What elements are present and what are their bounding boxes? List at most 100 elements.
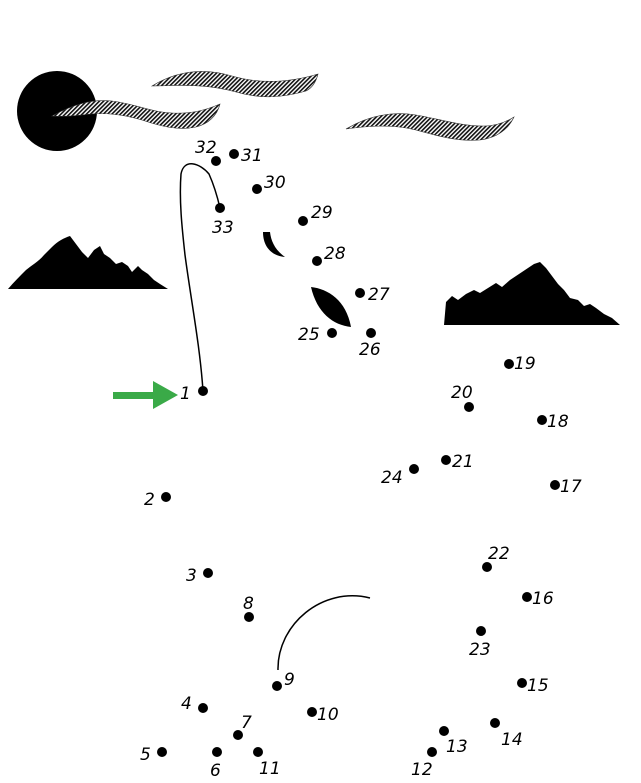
dot-number-label: 7 [241, 713, 252, 733]
dot-number-label: 20 [451, 383, 473, 403]
dot-number-label: 26 [359, 340, 381, 360]
dot-number-label: 10 [317, 705, 339, 725]
dot-marker[interactable] [439, 726, 449, 736]
pre-drawn-line [179, 163, 221, 392]
dot-number-label: 16 [532, 589, 554, 609]
puzzle-dot-30[interactable]: 30 [252, 173, 286, 194]
puzzle-dot-18[interactable]: 18 [537, 412, 569, 432]
dot-marker[interactable] [409, 464, 419, 474]
puzzle-dot-33[interactable]: 33 [212, 203, 234, 238]
dot-number-label: 24 [381, 468, 403, 488]
dot-marker[interactable] [464, 402, 474, 412]
puzzle-dot-32[interactable]: 32 [195, 138, 221, 166]
dot-marker[interactable] [522, 592, 532, 602]
dot-marker[interactable] [298, 216, 308, 226]
puzzle-dot-9[interactable]: 9 [272, 670, 295, 691]
dot-marker[interactable] [427, 747, 437, 757]
puzzle-dot-8[interactable]: 8 [243, 594, 254, 622]
puzzle-dot-20[interactable]: 20 [451, 383, 474, 412]
dot-marker[interactable] [517, 678, 527, 688]
puzzle-dot-25[interactable]: 25 [298, 325, 337, 345]
dot-number-label: 23 [469, 640, 491, 660]
dot-marker[interactable] [229, 149, 239, 159]
dot-number-label: 30 [264, 173, 286, 193]
puzzle-dot-24[interactable]: 24 [381, 464, 419, 488]
puzzle-dot-21[interactable]: 21 [441, 452, 474, 472]
dot-number-label: 29 [311, 203, 333, 223]
dot-number-label: 3 [186, 566, 197, 586]
puzzle-dot-4[interactable]: 4 [181, 694, 208, 714]
dot-number-label: 4 [181, 694, 192, 714]
dot-number-label: 32 [195, 138, 217, 158]
dot-marker[interactable] [312, 256, 322, 266]
mountain-icon [8, 236, 168, 289]
dot-marker[interactable] [161, 492, 171, 502]
dot-marker[interactable] [211, 156, 221, 166]
puzzle-dot-5[interactable]: 5 [140, 745, 167, 765]
dot-marker[interactable] [482, 562, 492, 572]
puzzle-dot-6[interactable]: 6 [210, 747, 222, 781]
puzzle-dot-23[interactable]: 23 [469, 626, 491, 660]
dot-marker[interactable] [327, 328, 337, 338]
dot-number-label: 22 [488, 544, 510, 564]
mountain-icon [444, 262, 620, 325]
dot-marker[interactable] [252, 184, 262, 194]
dot-marker[interactable] [198, 703, 208, 713]
dot-number-label: 33 [212, 218, 234, 238]
eye-shape [311, 287, 351, 327]
dot-number-label: 21 [452, 452, 474, 472]
puzzle-dot-3[interactable]: 3 [186, 566, 213, 586]
dot-number-label: 12 [411, 760, 433, 780]
dot-marker[interactable] [550, 480, 560, 490]
cloud-icon [345, 113, 515, 141]
puzzle-dot-31[interactable]: 31 [229, 146, 263, 166]
pre-drawn-arc [277, 595, 371, 671]
dot-marker[interactable] [253, 747, 263, 757]
puzzle-dot-1[interactable]: 1 [180, 384, 208, 404]
dot-marker[interactable] [366, 328, 376, 338]
puzzle-dot-2[interactable]: 2 [144, 490, 171, 510]
puzzle-dot-7[interactable]: 7 [233, 713, 252, 740]
dot-marker[interactable] [441, 455, 451, 465]
puzzle-dot-28[interactable]: 28 [312, 244, 346, 266]
dot-number-label: 19 [514, 354, 536, 374]
puzzle-dot-22[interactable]: 22 [482, 544, 510, 572]
dot-marker[interactable] [198, 386, 208, 396]
dot-marker[interactable] [215, 203, 225, 213]
dot-number-label: 27 [368, 285, 390, 305]
dot-number-label: 1 [180, 384, 191, 404]
dot-number-label: 2 [144, 490, 155, 510]
puzzle-dot-13[interactable]: 13 [439, 726, 468, 757]
cloud-icon [51, 100, 221, 129]
dot-marker[interactable] [537, 415, 547, 425]
puzzle-dot-26[interactable]: 26 [359, 328, 381, 360]
dot-marker[interactable] [504, 359, 514, 369]
dot-number-label: 13 [446, 737, 468, 757]
dot-marker[interactable] [476, 626, 486, 636]
puzzle-dot-17[interactable]: 17 [550, 477, 582, 497]
puzzle-dot-12[interactable]: 12 [411, 747, 437, 780]
puzzle-dot-11[interactable]: 11 [253, 747, 281, 779]
puzzle-dot-29[interactable]: 29 [298, 203, 333, 226]
dot-marker[interactable] [203, 568, 213, 578]
dot-marker[interactable] [212, 747, 222, 757]
dot-marker[interactable] [272, 681, 282, 691]
dot-marker[interactable] [157, 747, 167, 757]
puzzle-dot-15[interactable]: 15 [517, 676, 549, 696]
dot-marker[interactable] [233, 730, 243, 740]
dot-number-label: 9 [284, 670, 295, 690]
puzzle-dot-16[interactable]: 16 [522, 589, 554, 609]
puzzle-dot-14[interactable]: 14 [490, 718, 523, 750]
puzzle-dot-19[interactable]: 19 [504, 354, 536, 374]
dot-marker[interactable] [244, 612, 254, 622]
dot-number-label: 18 [547, 412, 569, 432]
dot-marker[interactable] [307, 707, 317, 717]
puzzle-dot-10[interactable]: 10 [307, 705, 339, 725]
dot-marker[interactable] [490, 718, 500, 728]
puzzle-dot-27[interactable]: 27 [355, 285, 390, 305]
dot-number-label: 25 [298, 325, 320, 345]
dot-marker[interactable] [355, 288, 365, 298]
